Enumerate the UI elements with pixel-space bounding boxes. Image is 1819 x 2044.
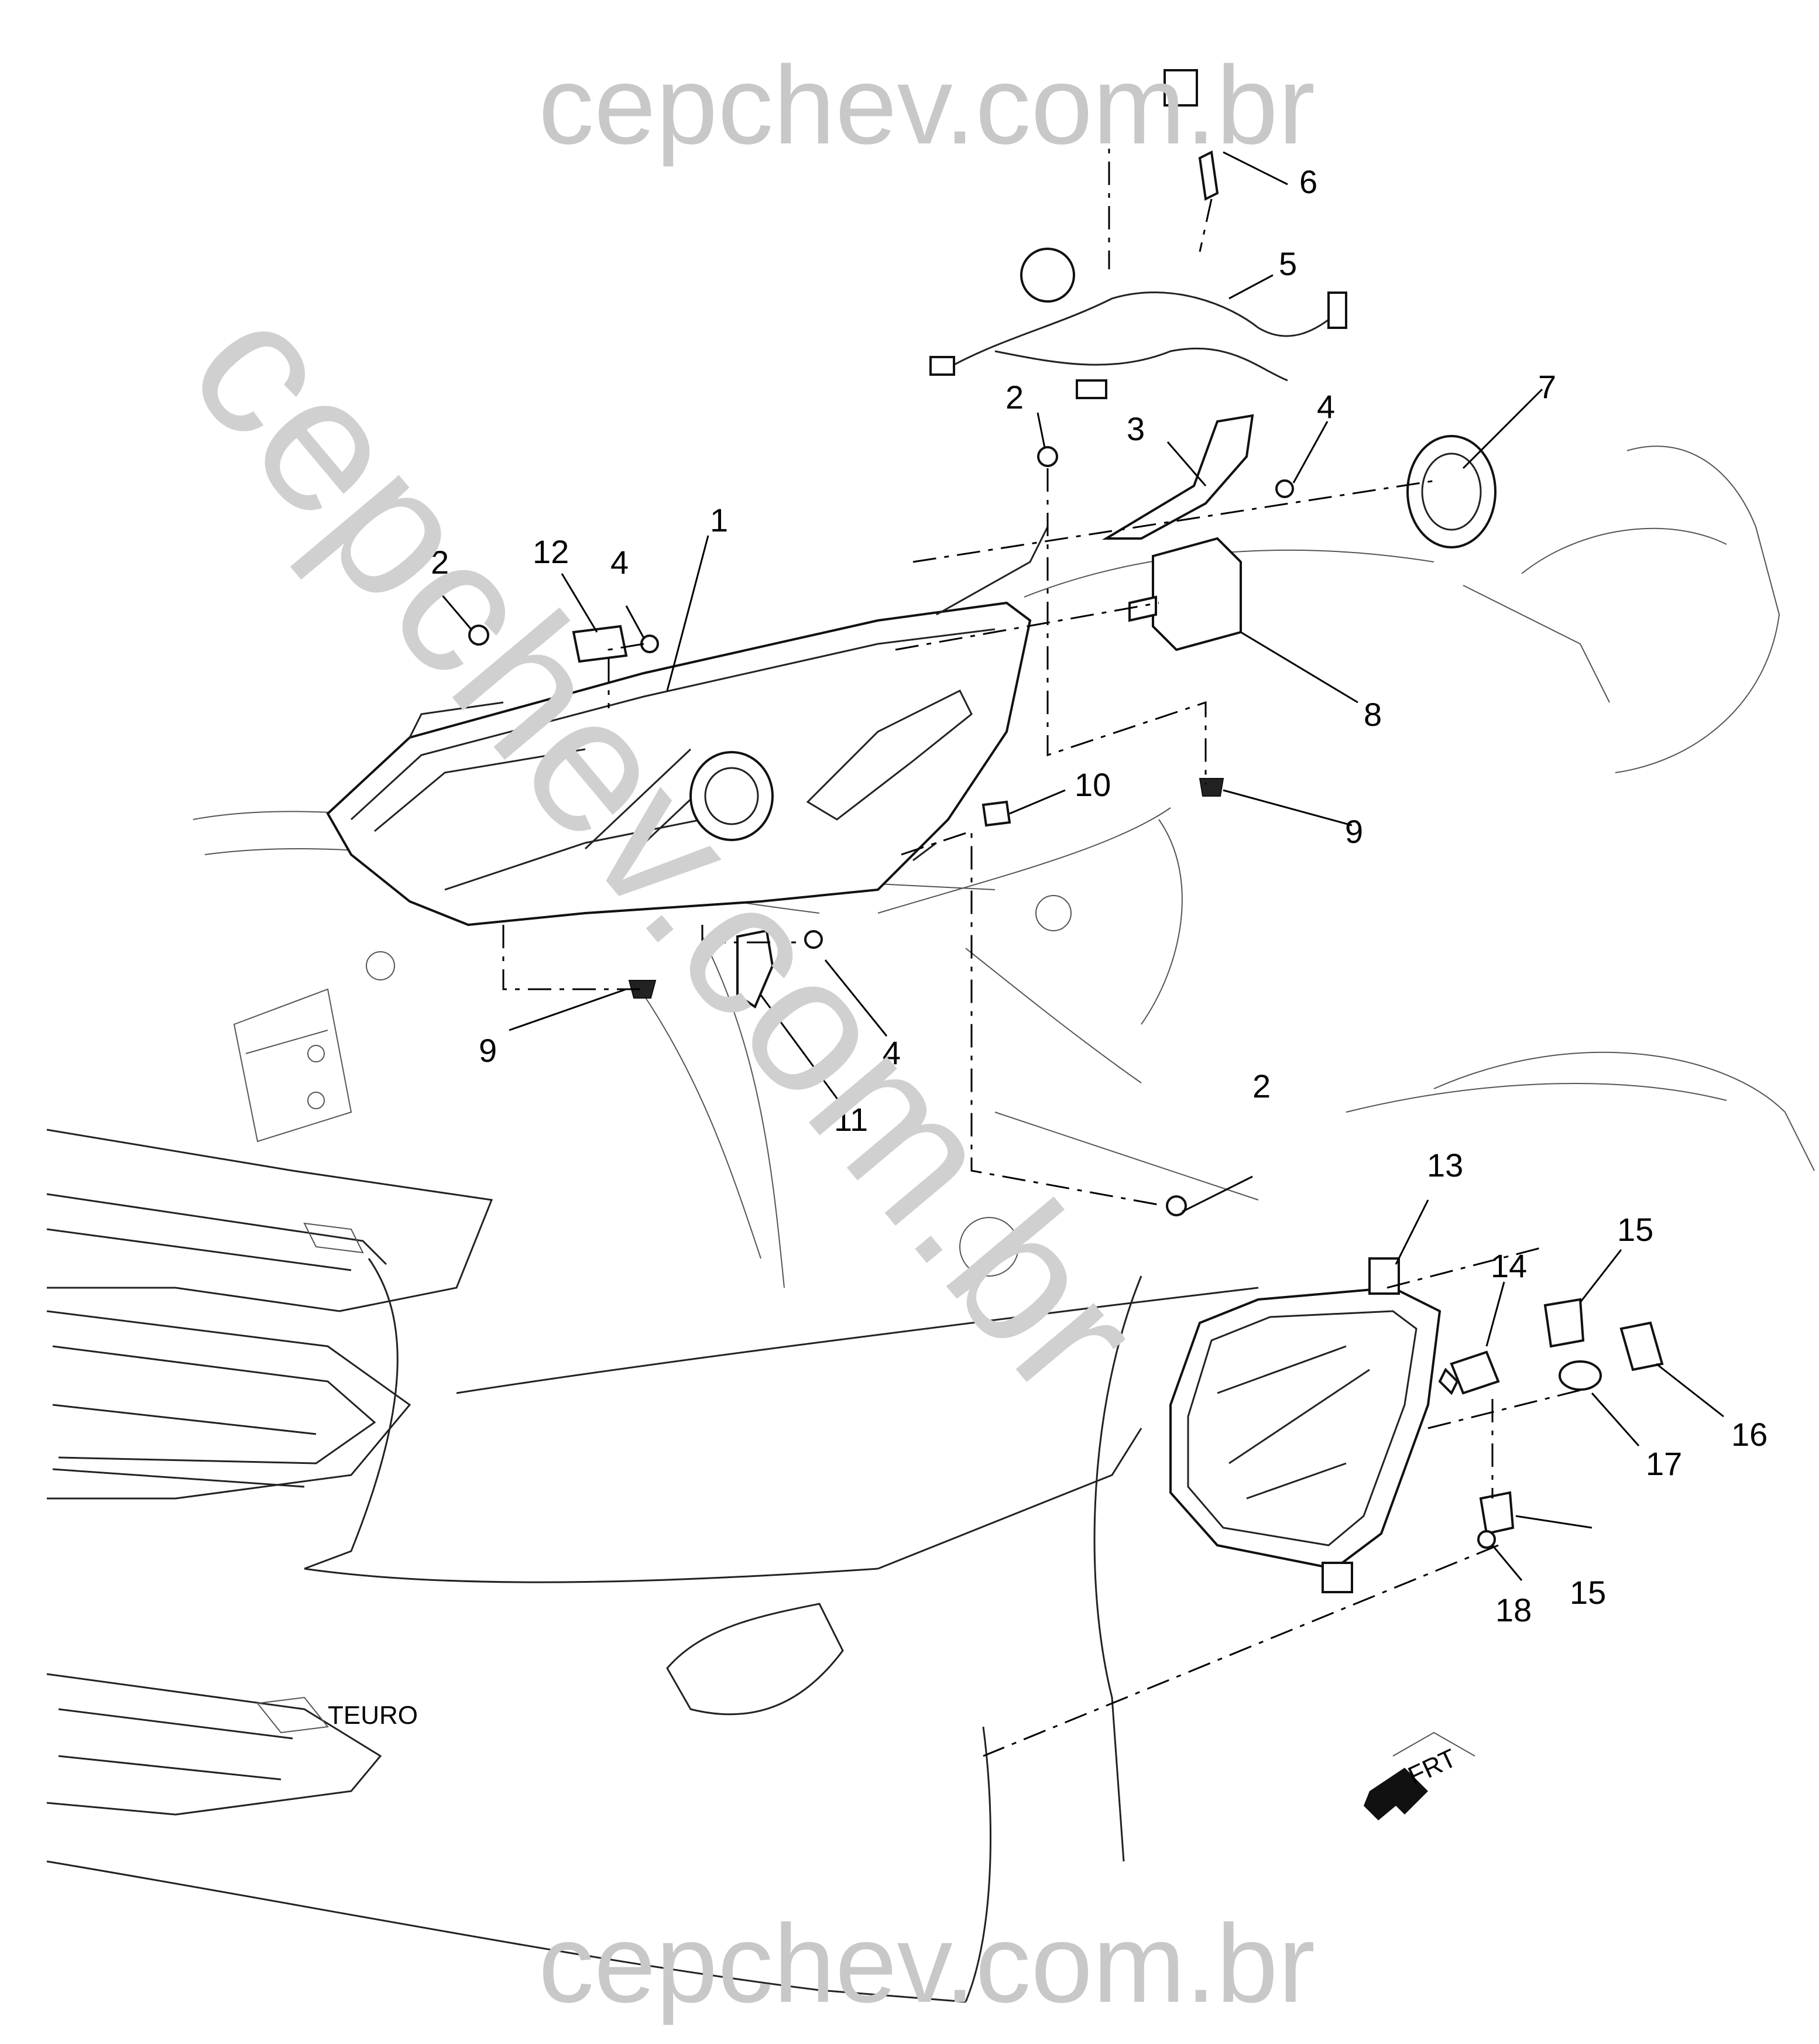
watermark-top: cepchev.com.br — [538, 43, 1315, 167]
screw — [804, 930, 823, 949]
callout-7: 7 — [1538, 368, 1556, 405]
alignment-lines — [502, 117, 1593, 1757]
callout-2-top: 2 — [1005, 379, 1024, 416]
callout-labels: 1 2 2 2 3 4 4 4 5 6 7 8 9 9 10 11 12 13 … — [431, 163, 1767, 1628]
callout-5: 5 — [1279, 245, 1297, 282]
callout-9-left: 9 — [479, 1032, 497, 1069]
headlamp-assembly — [326, 526, 1049, 927]
callout-18: 18 — [1495, 1592, 1532, 1628]
vent-tube — [1198, 150, 1219, 201]
bulb-socket — [1619, 1321, 1664, 1371]
callout-3: 3 — [1127, 410, 1145, 447]
bracket-clip — [572, 625, 628, 663]
leader-lines — [440, 151, 1724, 1581]
clip-nut — [1199, 778, 1224, 797]
callout-12: 12 — [533, 533, 569, 570]
callout-4-lower: 4 — [883, 1034, 901, 1071]
fasteners-and-components — [468, 69, 1664, 1549]
screw — [640, 635, 659, 653]
callout-15-upper: 15 — [1617, 1211, 1653, 1248]
watermark-bottom: cepchev.com.br — [538, 1902, 1315, 2026]
side-marker-bulb — [1559, 1360, 1602, 1391]
headlamp-bracket — [1101, 414, 1254, 540]
callout-13: 13 — [1427, 1147, 1463, 1184]
callout-2-lower: 2 — [1252, 1068, 1271, 1105]
fog-bulb — [1450, 1350, 1500, 1395]
front-bumper-fascia: TEURO — [46, 1129, 1259, 2003]
callout-6: 6 — [1299, 163, 1317, 200]
harness-connector — [1164, 69, 1198, 107]
callout-14: 14 — [1491, 1247, 1527, 1284]
fog-lamp-assembly — [1169, 1257, 1442, 1593]
headlamp-module — [1152, 537, 1242, 651]
bolt — [1037, 446, 1058, 467]
callout-15-lower: 15 — [1570, 1574, 1606, 1611]
headlamp-cover — [1406, 435, 1497, 548]
screw — [1275, 479, 1294, 498]
clip-nut — [628, 980, 657, 999]
callout-9-right: 9 — [1345, 813, 1363, 850]
connector-lower — [1479, 1491, 1515, 1535]
bolt — [468, 625, 489, 646]
callout-4-right: 4 — [1317, 388, 1335, 425]
wiring-harness — [936, 291, 1347, 376]
connector-upper — [1543, 1298, 1585, 1348]
front-direction-indicator: FRT — [1364, 1731, 1475, 1820]
callout-11: 11 — [834, 1101, 868, 1138]
callout-8: 8 — [1364, 696, 1382, 733]
bolt — [1166, 1195, 1187, 1216]
bumper-badge-text: TEURO — [328, 1701, 418, 1730]
callout-2-left: 2 — [431, 544, 449, 581]
callout-17: 17 — [1646, 1445, 1682, 1482]
callout-16: 16 — [1731, 1416, 1767, 1453]
front-label: FRT — [1404, 1744, 1461, 1791]
callout-10: 10 — [1075, 766, 1111, 803]
callout-1: 1 — [710, 502, 728, 539]
front-arrow-icon — [1364, 1768, 1428, 1820]
fog-lamp-screw — [1477, 1530, 1496, 1549]
watermarks: cepchev.com.br cepchev.com.br cepchev.co… — [149, 43, 1315, 2026]
lower-bracket — [736, 929, 774, 1009]
retainer — [981, 800, 1011, 827]
callout-4-left: 4 — [610, 544, 629, 581]
